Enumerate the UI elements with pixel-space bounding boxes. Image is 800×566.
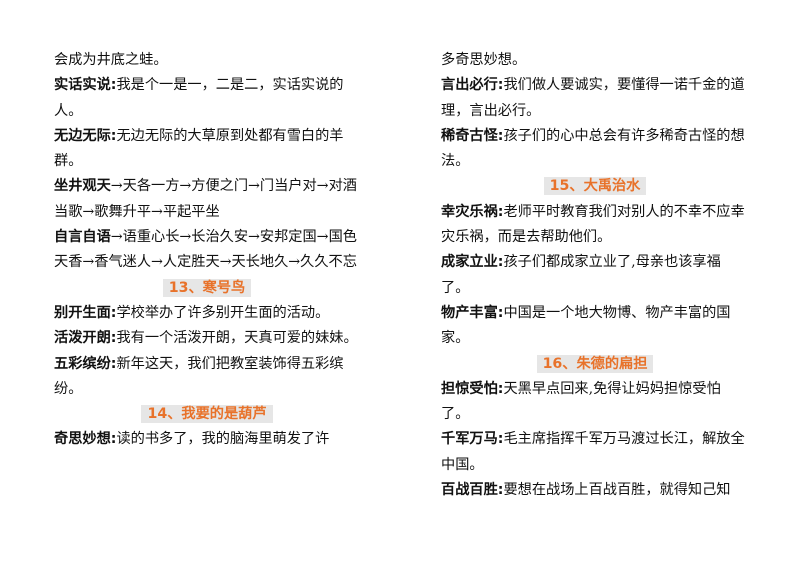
idiom-term: 五彩缤纷:: [54, 355, 117, 372]
idiom-entry: 千军万马:毛主席指挥千军万马渡过长江，解放全中国。: [441, 427, 749, 478]
idiom-sentence: 我们做人要诚实，要懂得一诺千金的道理，言出必行。: [441, 77, 745, 119]
section-heading: 16、朱德的扁担: [441, 352, 749, 377]
section-title: 16、朱德的扁担: [536, 354, 654, 373]
idiom-sentence: 老师平时教育我们对别人的不幸不应幸灾乐祸，而是去帮助他们。: [441, 203, 745, 246]
section-heading: 13、寒号鸟: [54, 276, 360, 301]
idiom-term: 百战百胜:: [441, 482, 504, 499]
idiom-term: 千军万马:: [441, 431, 504, 448]
idiom-term: 坐井观天: [54, 178, 111, 195]
idiom-sentence: 毛主席指挥千军万马渡过长江，解放全中国。: [441, 431, 745, 473]
idiom-sentence: 我是个一是一，二是二，实话实说的人。: [54, 77, 344, 119]
idiom-entry: 幸灾乐祸:老师平时教育我们对别人的不幸不应幸灾乐祸，而是去帮助他们。: [441, 200, 749, 251]
paragraph: 多奇思妙想。: [441, 48, 749, 73]
section-title: 15、大禹治水: [543, 177, 647, 196]
section-heading: 15、大禹治水: [441, 174, 749, 199]
idiom-term: 活泼开朗:: [54, 330, 117, 347]
section-title: 13、寒号鸟: [162, 278, 252, 297]
idiom-term: 担惊受怕:: [441, 380, 504, 397]
idiom-sentence: 新年这天，我们把教室装饰得五彩缤纷。: [54, 355, 344, 397]
paragraph-text: 多奇思妙想。: [441, 52, 527, 68]
idiom-entry: 无边无际:无边无际的大草原到处都有雪白的羊群。: [54, 124, 360, 175]
idiom-sentence: 读的书多了，我的脑海里萌发了许: [116, 431, 330, 448]
idiom-entry: 实话实说:我是个一是一，二是二，实话实说的人。: [54, 73, 360, 124]
idiom-sentence: 学校举办了许多别开生面的活动。: [116, 304, 330, 321]
idiom-entry: 活泼开朗:我有一个活泼开朗，天真可爱的妹妹。: [54, 326, 360, 351]
idiom-term: 无边无际:: [54, 127, 117, 144]
left-column: 会成为井底之蛙。 实话实说:我是个一是一，二是二，实话实说的人。 无边无际:无边…: [54, 48, 360, 453]
idiom-term: 物产丰富:: [441, 304, 504, 321]
idiom-sentence: 天黑早点回来,免得让妈妈担惊受怕了。: [441, 380, 721, 423]
idiom-entry: 奇思妙想:读的书多了，我的脑海里萌发了许: [54, 427, 360, 452]
idiom-term: 自言自语: [54, 229, 111, 246]
idiom-entry: 百战百胜:要想在战场上百战百胜，就得知己知: [441, 478, 749, 503]
idiom-sentence: 孩子们都成家立业了,母亲也该享福了。: [441, 254, 721, 296]
idiom-term: 别开生面:: [54, 304, 117, 321]
idiom-entry: 担惊受怕:天黑早点回来,免得让妈妈担惊受怕了。: [441, 377, 749, 428]
idiom-term: 幸灾乐祸:: [441, 203, 504, 220]
paragraph-text: 会成为井底之蛙。: [54, 52, 168, 68]
idiom-term: 成家立业:: [441, 254, 504, 271]
right-column: 多奇思妙想。 言出必行:我们做人要诚实，要懂得一诺千金的道理，言出必行。 稀奇古…: [441, 48, 749, 503]
idiom-entry: 言出必行:我们做人要诚实，要懂得一诺千金的道理，言出必行。: [441, 73, 749, 124]
idiom-term: 实话实说:: [54, 77, 117, 94]
idiom-entry: 别开生面:学校举办了许多别开生面的活动。: [54, 301, 360, 326]
idiom-term: 奇思妙想:: [54, 431, 117, 448]
idiom-chain-text: →天各一方→方便之门→门当户对→对酒当歌→歌舞升平→平起平坐: [54, 178, 357, 220]
idiom-sentence: 中国是一个地大物博、物产丰富的国家。: [441, 304, 731, 347]
idiom-entry: 五彩缤纷:新年这天，我们把教室装饰得五彩缤纷。: [54, 352, 360, 403]
paragraph: 会成为井底之蛙。: [54, 48, 360, 73]
section-title: 14、我要的是葫芦: [141, 405, 273, 424]
idiom-sentence: 我有一个活泼开朗，天真可爱的妹妹。: [116, 330, 358, 347]
idiom-entry: 成家立业:孩子们都成家立业了,母亲也该享福了。: [441, 250, 749, 301]
idiom-sentence: 无边无际的大草原到处都有雪白的羊群。: [54, 127, 344, 170]
idiom-entry: 稀奇古怪:孩子们的心中总会有许多稀奇古怪的想法。: [441, 124, 749, 175]
idiom-chain: 坐井观天→天各一方→方便之门→门当户对→对酒当歌→歌舞升平→平起平坐: [54, 174, 360, 225]
idiom-sentence: 孩子们的心中总会有许多稀奇古怪的想法。: [441, 127, 745, 170]
section-heading: 14、我要的是葫芦: [54, 402, 360, 427]
idiom-entry: 物产丰富:中国是一个地大物博、物产丰富的国家。: [441, 301, 749, 352]
idiom-chain-text: →语重心长→长治久安→安邦定国→国色天香→香气迷人→人定胜天→天长地久→久久不忘: [54, 229, 357, 271]
idiom-term: 稀奇古怪:: [441, 127, 504, 144]
idiom-chain: 自言自语→语重心长→长治久安→安邦定国→国色天香→香气迷人→人定胜天→天长地久→…: [54, 225, 360, 276]
idiom-sentence: 要想在战场上百战百胜，就得知己知: [503, 482, 731, 499]
idiom-term: 言出必行:: [441, 77, 504, 94]
